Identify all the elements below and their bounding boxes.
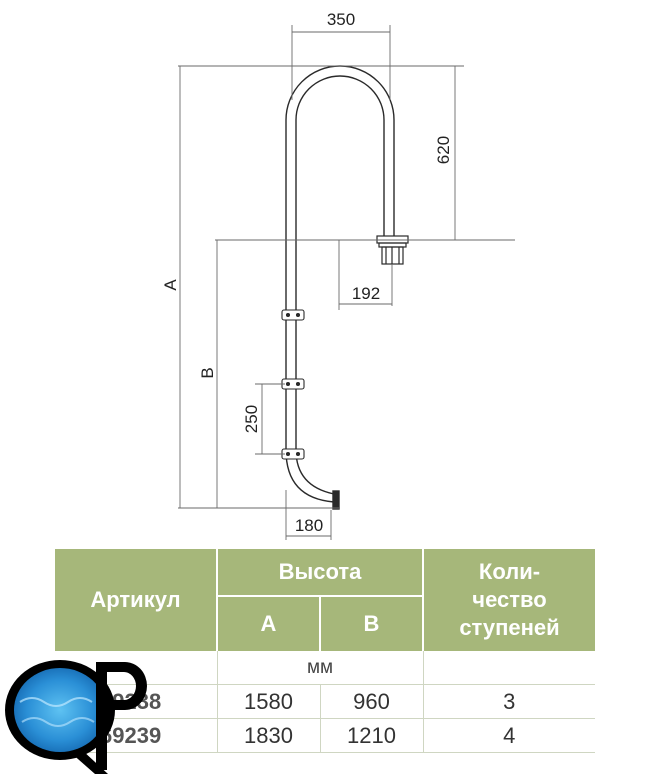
dim-top-width: 350 (327, 10, 355, 29)
cell-steps: 4 (423, 718, 595, 753)
dim-step-spacing: 250 (242, 405, 261, 433)
header-col-a: A (217, 596, 321, 651)
dim-label-b: B (198, 367, 217, 378)
header-height: Высота (217, 549, 424, 597)
unit-label: мм (217, 651, 424, 685)
qp-logo: QP (5, 660, 147, 774)
step-brackets (281, 309, 305, 460)
header-col-b: B (320, 596, 424, 651)
cell-b: 1210 (320, 718, 424, 753)
cell-a: 1580 (217, 684, 321, 719)
unit-spacer-right (423, 651, 595, 685)
dim-bottom-width: 180 (295, 516, 323, 535)
cell-steps: 3 (423, 684, 595, 719)
cell-b: 960 (320, 684, 424, 719)
header-article: Артикул (55, 549, 218, 651)
dim-offset: 192 (352, 284, 380, 303)
ladder-drawing: 350 620 192 250 180 A B (161, 10, 515, 540)
header-steps: Коли- чество ступеней (423, 549, 595, 651)
anchor-fitting (376, 235, 409, 265)
dim-label-a: A (161, 279, 180, 291)
dim-top-height: 620 (434, 136, 453, 164)
cell-a: 1830 (217, 718, 321, 753)
dimension-lines (178, 25, 515, 540)
